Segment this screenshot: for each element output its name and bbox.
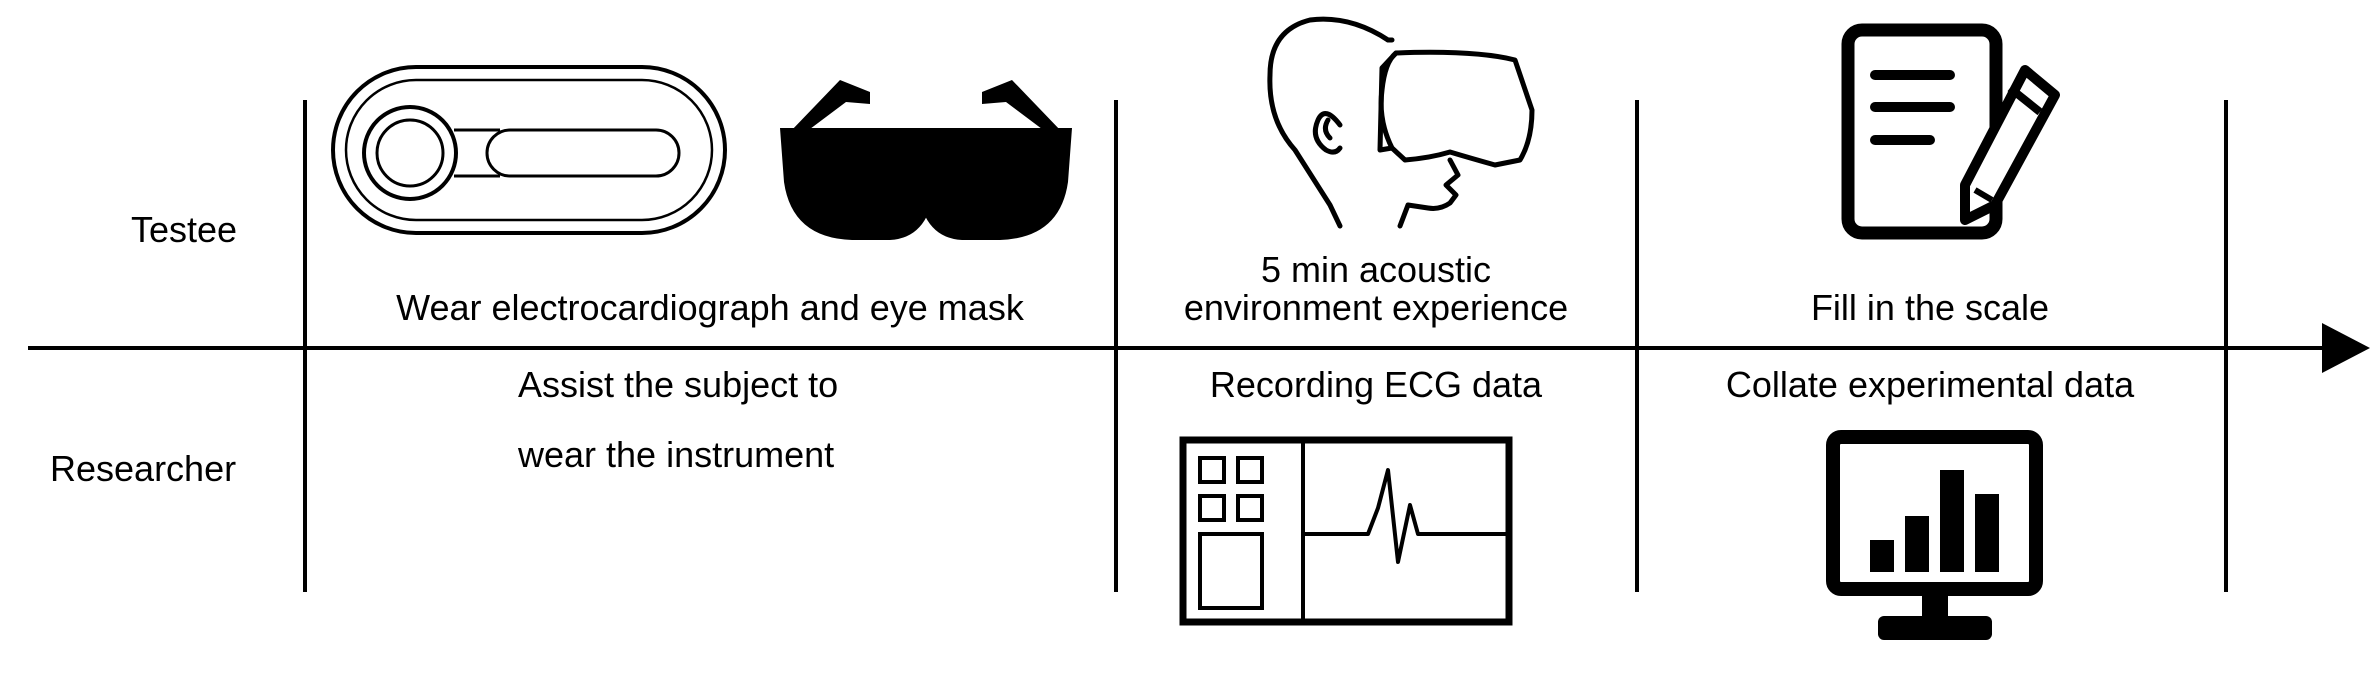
electrocardiograph-device-icon bbox=[331, 65, 727, 235]
step-acoustic-experience-line2: environment experience bbox=[1183, 287, 1569, 328]
step-assist-subject-line1: Assist the subject to bbox=[518, 364, 839, 405]
row-label-researcher: Researcher bbox=[50, 448, 237, 489]
eye-mask-icon bbox=[780, 80, 1072, 240]
step-wear-instruments-label: Wear electrocardiograph and eye mask bbox=[396, 287, 1024, 328]
step-recording-ecg-label: Recording ECG data bbox=[1209, 364, 1543, 405]
bar-chart-monitor-icon bbox=[1826, 430, 2043, 640]
row-label-testee: Testee bbox=[131, 209, 238, 250]
ecg-monitor-icon bbox=[1179, 436, 1513, 626]
document-pencil-icon bbox=[1841, 23, 2060, 240]
step-collate-data-label: Collate experimental data bbox=[1725, 364, 2135, 405]
vr-headset-head-icon bbox=[1267, 16, 1535, 229]
step-assist-subject-line2: wear the instrument bbox=[518, 434, 835, 475]
step-acoustic-experience-line1: 5 min acoustic bbox=[1260, 249, 1492, 290]
timeline-arrowhead bbox=[2322, 323, 2370, 373]
step-fill-scale-label: Fill in the scale bbox=[1810, 287, 2050, 328]
